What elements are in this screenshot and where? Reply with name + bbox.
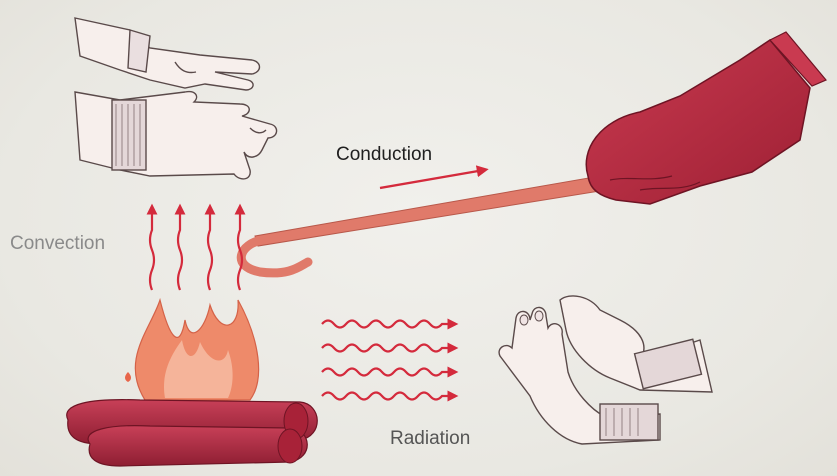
hot-rod-icon [241,176,606,273]
convection-label: Convection [10,233,105,255]
hand-bottom-icon [75,92,277,179]
radiation-label: Radiation [390,428,470,450]
fire-icon [67,300,318,466]
conduction-label: Conduction [336,144,432,166]
radiation-waves-icon [322,321,454,400]
hand-top-icon [75,18,260,90]
conduction-arrow-icon [380,170,484,188]
warming-hands-icon [499,296,712,444]
gloved-hand-icon [586,32,826,204]
convection-arrows-icon [150,208,242,290]
